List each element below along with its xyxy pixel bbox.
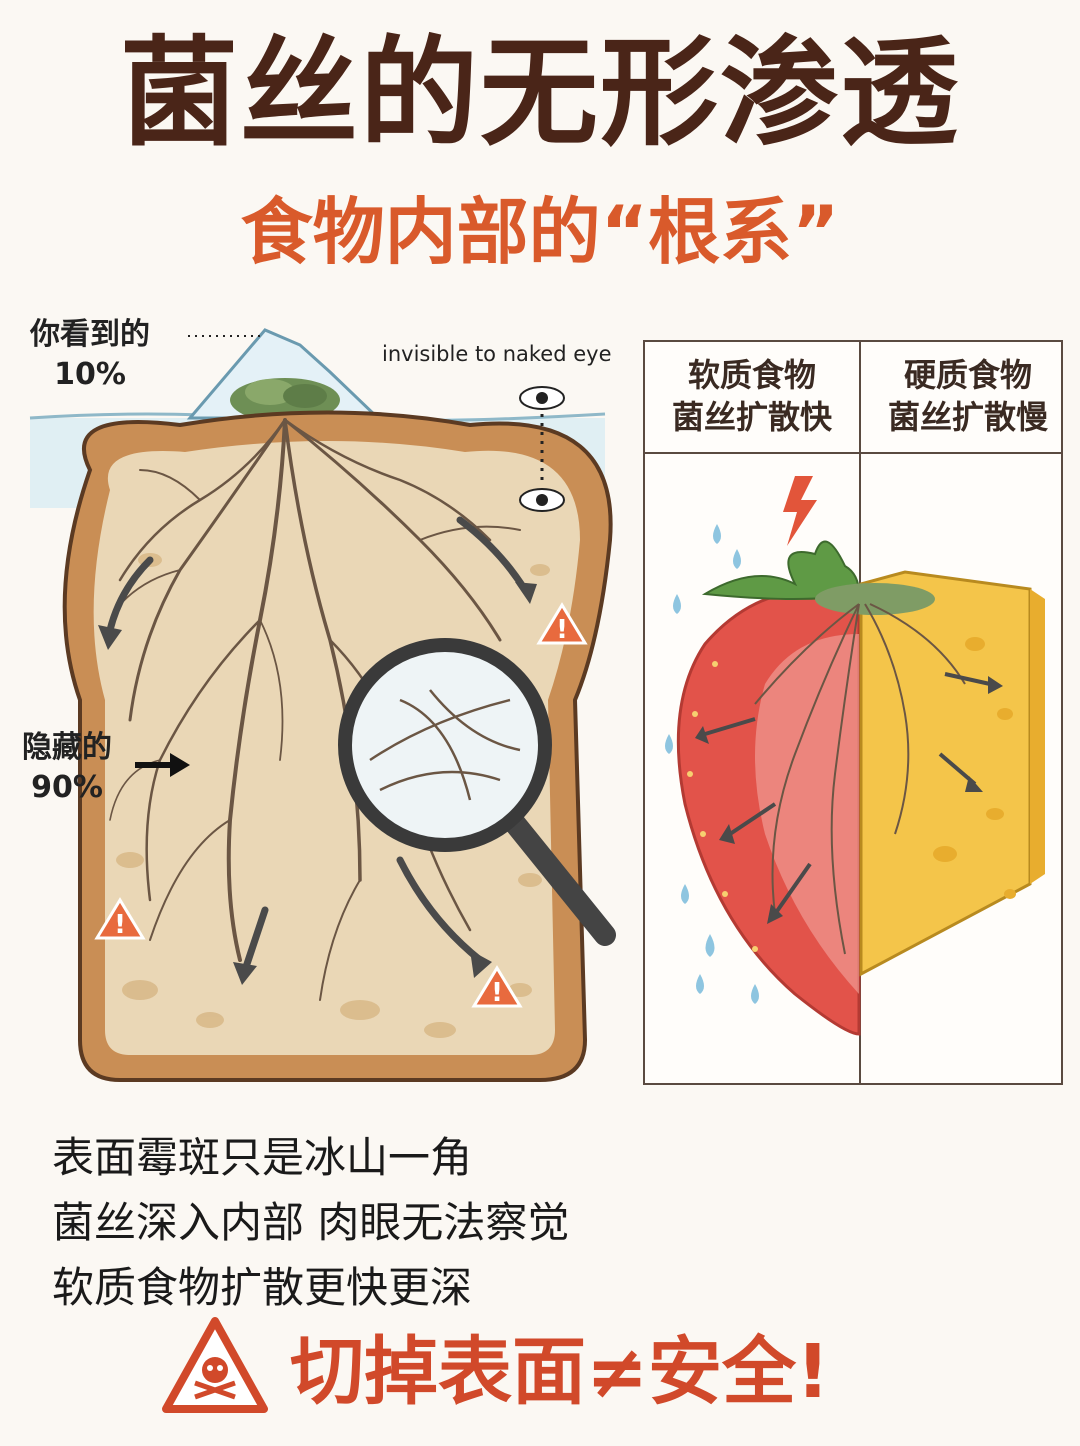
svg-text:!: ! [114, 910, 126, 940]
hidden-label-percent: 90% [31, 770, 103, 805]
hidden-label: 隐藏的 90% [22, 728, 112, 808]
arrow-icon [135, 753, 190, 777]
cheese-block [859, 570, 1032, 977]
eye-caption: invisible to naked eye [382, 342, 612, 366]
food-arrow-heads [695, 676, 1003, 924]
warning-icon: ! ! ! [94, 602, 588, 1008]
summary-line-2: 菌丝深入内部 肉眼无法察觉 [52, 1198, 570, 1247]
visible-label-text: 你看到的 [30, 317, 150, 352]
food-mycelium [754, 603, 966, 955]
soft-food-note: 菌丝扩散快 [671, 398, 832, 436]
magnifier-icon [338, 638, 616, 946]
hard-food-note: 菌丝扩散慢 [887, 398, 1048, 436]
food-comparison-art [665, 476, 1045, 1036]
summary-line-3: 软质食物扩散更快更深 [52, 1263, 473, 1312]
soft-food-title: 软质食物 [687, 356, 816, 394]
visible-label: 你看到的 10% [30, 315, 150, 395]
comparison-panel: 软质食物 菌丝扩散快 硬质食物 菌丝扩散慢 [643, 340, 1063, 1085]
cheese-holes [933, 637, 1016, 899]
skull-crossbones-icon [162, 1317, 268, 1413]
svg-text:!: ! [556, 615, 568, 645]
bread-pores [116, 553, 550, 1038]
bread-mycelium-illustration: ! ! ! [29, 328, 616, 1082]
soft-food-header: 软质食物 菌丝扩散快 [645, 354, 859, 438]
hard-food-title: 硬质食物 [903, 356, 1032, 394]
summary-text: 表面霉斑只是冰山一角 菌丝深入内部 肉眼无法察觉 软质食物扩散更快更深 [52, 1125, 569, 1320]
strawberry-seeds [687, 661, 758, 952]
subtitle: 食物内部的“根系” [240, 190, 840, 274]
surface-mold-food [815, 583, 935, 615]
panel-header-line [645, 452, 1061, 454]
svg-text:!: ! [491, 978, 503, 1008]
hidden-label-text: 隐藏的 [22, 730, 112, 765]
lightning-icon [783, 476, 817, 546]
water-drop-icon [665, 524, 759, 1004]
visible-label-percent: 10% [54, 357, 126, 392]
summary-line-1: 表面霉斑只是冰山一角 [52, 1133, 473, 1182]
arrow-heads [98, 582, 537, 985]
warning-text: 切掉表面≠安全! [290, 1328, 830, 1415]
warning-banner: 切掉表面≠安全! [160, 1310, 960, 1420]
hard-food-header: 硬质食物 菌丝扩散慢 [861, 354, 1075, 438]
eye-icon [519, 386, 565, 512]
main-title: 菌丝的无形渗透 [119, 24, 960, 162]
